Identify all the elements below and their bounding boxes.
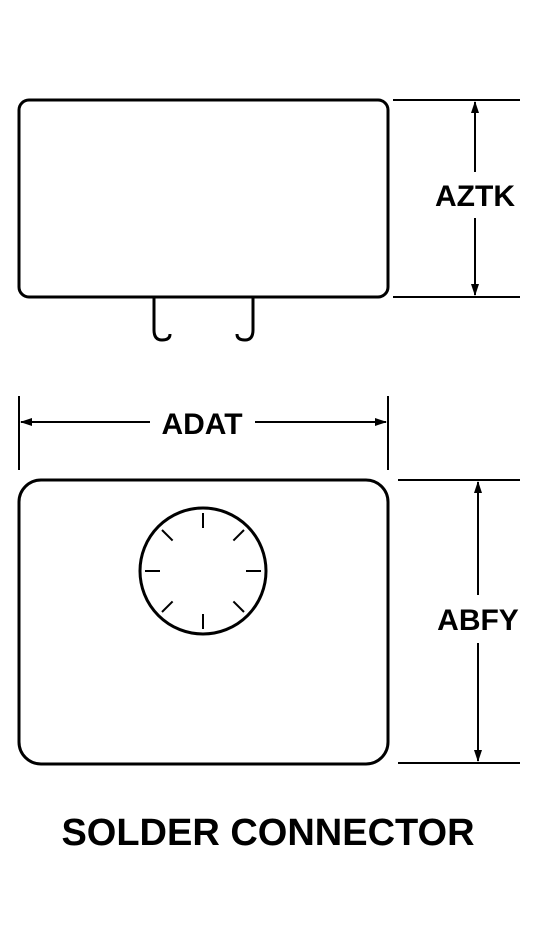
- dimension-label-abfy: ABFY: [437, 604, 519, 637]
- dial-tick: [232, 600, 245, 613]
- dial-tick: [161, 600, 174, 613]
- front-view: [17, 478, 390, 766]
- side-view: [17, 98, 390, 342]
- solder-terminal-right: [235, 298, 255, 342]
- dimension-label-aztk: AZTK: [435, 180, 515, 213]
- dial-tick: [161, 529, 174, 542]
- dimension-height-top: AZTK: [393, 99, 520, 298]
- dimension-label-adat: ADAT: [161, 408, 242, 441]
- side-view-body: [17, 98, 390, 299]
- dial-tick: [232, 529, 245, 542]
- dimension-width: ADAT: [18, 396, 389, 470]
- dial: [138, 506, 268, 636]
- solder-terminal-left: [152, 298, 172, 342]
- dial-face: [138, 506, 268, 636]
- diagram-caption: SOLDER CONNECTOR: [61, 812, 474, 854]
- dial-ticks: [145, 513, 261, 629]
- dimension-height-bottom: ABFY: [398, 479, 520, 764]
- front-view-body: [17, 478, 390, 766]
